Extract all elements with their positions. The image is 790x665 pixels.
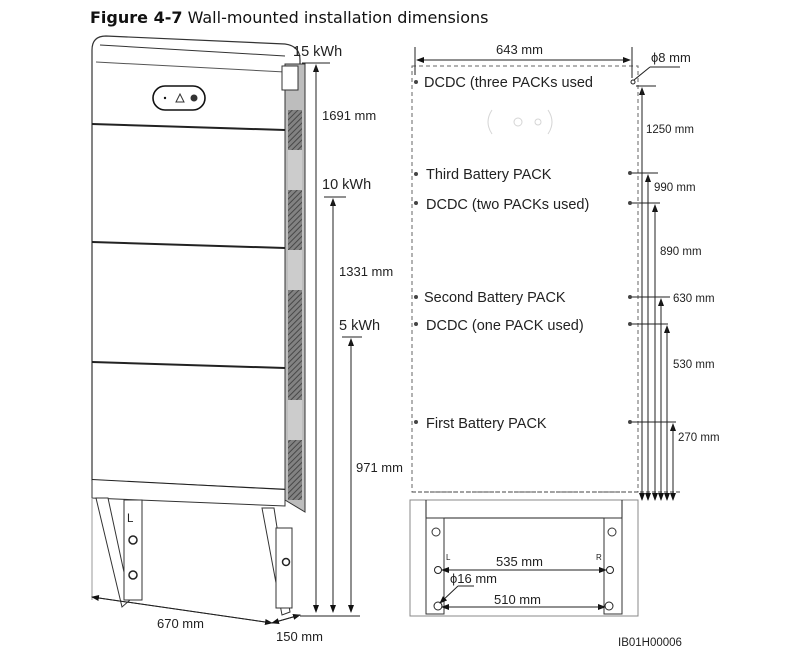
component-label-first-pack: First Battery PACK xyxy=(426,416,547,432)
capacity-label-5kwh: 5 kWh xyxy=(339,318,380,334)
capacity-label-10kwh: 10 kWh xyxy=(322,177,371,193)
height-label-990: 990 mm xyxy=(654,182,696,194)
height-label-1331: 1331 mm xyxy=(339,264,393,279)
depth-label-150: 150 mm xyxy=(276,629,323,644)
height-label-1691: 1691 mm xyxy=(322,108,376,123)
figure-caption: Figure 4-7 Wall-mounted installation dim… xyxy=(90,8,489,27)
dim-10kwh xyxy=(324,196,346,613)
dim-15kwh xyxy=(302,62,330,613)
figure-id-code: IB01H00006 xyxy=(618,637,682,649)
figure-title: Wall-mounted installation dimensions xyxy=(187,8,489,27)
figure-number: Figure 4-7 xyxy=(90,8,183,27)
dim-990 xyxy=(632,172,658,501)
module-divider-dcdc xyxy=(91,123,286,131)
dim-1250 xyxy=(636,85,656,501)
component-label-dcdc-three: DCDC (three PACKs used xyxy=(424,75,593,91)
component-label-third-pack: Third Battery PACK xyxy=(426,167,552,183)
component-label-dcdc-one: DCDC (one PACK used) xyxy=(426,318,584,334)
dim-width-643 xyxy=(414,47,633,78)
hole-diameter-label-16: ϕ16 mm xyxy=(450,571,497,586)
module-divider-2 xyxy=(91,361,286,369)
dim-270 xyxy=(632,421,676,501)
dim-5kwh xyxy=(342,336,362,613)
bracket-label-left: L xyxy=(127,513,134,525)
brand-logo-icon xyxy=(175,92,185,103)
bottom-bracket-view: L R xyxy=(409,499,639,617)
width-label-643: 643 mm xyxy=(496,42,543,57)
faded-logo-icon xyxy=(487,109,553,135)
battery-tower xyxy=(91,35,306,513)
component-label-dcdc-two: DCDC (two PACKs used) xyxy=(426,197,589,213)
module-divider-3 xyxy=(91,241,286,249)
mounting-bracket-left: L xyxy=(95,497,143,608)
dim-530 xyxy=(632,323,670,501)
bracket-label-right-bottom: R xyxy=(596,553,602,562)
height-label-971: 971 mm xyxy=(356,460,403,475)
dim-depth-150 xyxy=(271,614,301,624)
component-list: DCDC (three PACKs used Third Battery PAC… xyxy=(414,75,593,432)
handle-icon xyxy=(281,65,299,91)
dim-890 xyxy=(632,202,660,501)
height-label-270: 270 mm xyxy=(678,432,720,444)
spacing-label-535: 535 mm xyxy=(496,554,543,569)
component-label-second-pack: Second Battery PACK xyxy=(424,290,566,306)
hole-diameter-leader-16 xyxy=(439,585,474,604)
dim-630 xyxy=(632,296,670,501)
height-label-530: 530 mm xyxy=(673,359,715,371)
height-label-630: 630 mm xyxy=(673,293,715,305)
capacity-label-15kwh: 15 kWh xyxy=(293,44,342,60)
spacing-label-510: 510 mm xyxy=(494,592,541,607)
mounting-bracket-right xyxy=(261,507,293,616)
width-label-670: 670 mm xyxy=(157,616,204,631)
height-label-1250: 1250 mm xyxy=(646,124,694,136)
power-button-icon xyxy=(190,94,198,102)
bracket-label-left-bottom: L xyxy=(446,553,451,562)
control-panel xyxy=(152,85,206,111)
dim-width-670 xyxy=(91,498,273,625)
hole-diameter-leader xyxy=(630,66,680,85)
status-indicator-icon xyxy=(163,96,167,100)
hole-diameter-label-8: ϕ8 mm xyxy=(651,50,691,65)
mounting-holes-right xyxy=(628,171,632,424)
height-label-890: 890 mm xyxy=(660,246,702,258)
wall-outline xyxy=(411,65,680,493)
